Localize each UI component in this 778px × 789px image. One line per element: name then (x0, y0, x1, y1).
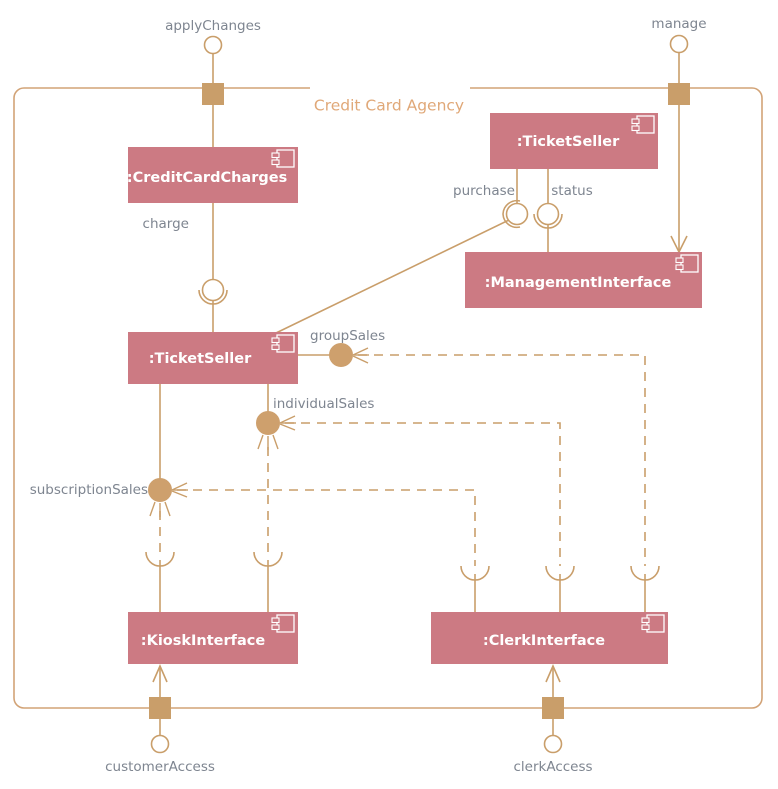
customeraccess-interface-circle-icon (150, 734, 170, 754)
arrowhead-clerkaccess (545, 664, 561, 683)
component-managementinterface[interactable]: :ManagementInterface (465, 252, 702, 308)
managementinterface-label: :ManagementInterface (485, 275, 672, 291)
manage-port-square (668, 83, 690, 105)
external-port-customeraccess[interactable]: customerAccess (105, 697, 215, 775)
kioskinterface-label: :KioskInterface (141, 633, 266, 649)
groupsales-ball-icon (329, 343, 353, 367)
subscriptionsales-spokes-icon (149, 482, 188, 517)
clerkaccess-label: clerkAccess (513, 759, 592, 775)
assembly-charge[interactable]: charge (143, 216, 228, 305)
component-ticketseller-top[interactable]: :TicketSeller (490, 113, 658, 169)
socket-clerk-subscription-icon (460, 565, 490, 581)
individualsales-spokes-icon (257, 415, 296, 450)
component-icon (271, 149, 295, 168)
purchase-label: purchase (453, 183, 515, 199)
component-icon (271, 614, 295, 633)
ticketseller-top-box (490, 113, 658, 169)
required-interface-sockets (145, 551, 660, 581)
socket-clerk-group-icon (630, 565, 660, 581)
frame-border (13, 87, 763, 709)
customeraccess-port-square (149, 697, 171, 719)
applychanges-port-square (202, 83, 224, 105)
ticketseller-mid-label: :TicketSeller (149, 351, 252, 367)
managementinterface-box (465, 252, 702, 308)
charge-ball-icon (201, 278, 225, 302)
charge-label: charge (143, 216, 189, 232)
external-port-manage[interactable]: manage (651, 16, 707, 105)
charge-socket-icon (198, 289, 228, 305)
socket-kiosk-subscription-icon (145, 551, 175, 567)
dep-clerk-groupsales (358, 354, 646, 566)
connector-lines (152, 52, 688, 736)
external-port-clerkaccess[interactable]: clerkAccess (513, 697, 593, 775)
component-icon (631, 115, 655, 134)
component-icon (271, 334, 295, 353)
ticketseller-top-label: :TicketSeller (517, 134, 620, 150)
purchase-ball-icon (505, 202, 529, 226)
frame-title: Credit Card Agency (314, 97, 464, 115)
purchase-socket-icon (502, 213, 521, 229)
creditcardcharges-label: :CreditCardCharges (127, 170, 287, 186)
status-label: status (551, 183, 592, 199)
component-ticketseller-mid[interactable]: :TicketSeller (128, 332, 298, 384)
provided-interface-individualsales[interactable]: individualSales (256, 396, 375, 450)
groupsales-label: groupSales (310, 328, 385, 344)
assembly-purchase[interactable]: purchase (453, 183, 529, 229)
component-icon (675, 254, 699, 273)
applychanges-interface-circle-icon (203, 35, 223, 55)
component-kioskinterface[interactable]: :KioskInterface (128, 612, 298, 664)
component-creditcardcharges[interactable]: :CreditCardCharges (127, 147, 298, 203)
status-ball-icon (536, 202, 560, 226)
component-clerkinterface[interactable]: :ClerkInterface (431, 612, 668, 664)
dep-clerk-subscriptionsales (177, 489, 476, 566)
provided-interface-groupsales[interactable]: groupSales (310, 328, 385, 367)
manage-label: manage (651, 16, 706, 32)
provided-interface-subscriptionsales[interactable]: subscriptionSales (30, 478, 188, 518)
subscriptionsales-label: subscriptionSales (30, 482, 148, 498)
groupsales-spokes-icon (352, 347, 369, 364)
clerkinterface-label: :ClerkInterface (483, 633, 605, 649)
credit-card-agency-frame: Credit Card Agency (13, 87, 763, 709)
socket-clerk-individual-icon (545, 565, 575, 581)
ticketseller-mid-box (128, 332, 298, 384)
assembly-status[interactable]: status (533, 183, 593, 229)
component-icon (641, 614, 665, 633)
clerkinterface-box (431, 612, 668, 664)
external-port-applychanges[interactable]: applyChanges (165, 18, 261, 105)
clerkaccess-interface-circle-icon (543, 734, 563, 754)
arrowhead-customeraccess (152, 664, 168, 683)
subscriptionsales-ball-icon (148, 478, 172, 502)
kioskinterface-box (128, 612, 298, 664)
customeraccess-label: customerAccess (105, 759, 215, 775)
status-socket-icon (533, 213, 563, 229)
line-purchase-to-ticketseller (275, 219, 510, 334)
creditcardcharges-box (128, 147, 298, 203)
dep-clerk-individualsales (285, 422, 561, 566)
applychanges-label: applyChanges (165, 18, 261, 34)
socket-kiosk-individual-icon (253, 551, 283, 567)
manage-interface-circle-icon (669, 34, 689, 54)
clerkaccess-port-square (542, 697, 564, 719)
individualsales-ball-icon (256, 411, 280, 435)
purchase-socket-icon-upper (502, 199, 521, 215)
individualsales-label: individualSales (273, 396, 374, 412)
dependency-lines (159, 354, 646, 566)
